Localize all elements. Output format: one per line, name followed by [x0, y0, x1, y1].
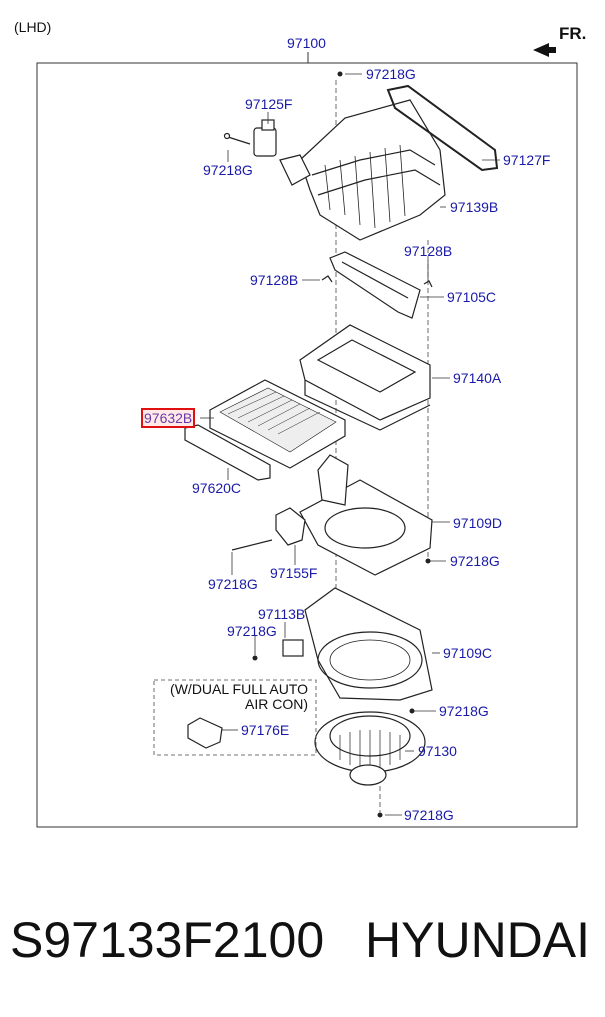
middle-case-part	[299, 454, 433, 576]
parts-diagram: (LHD) 97100 FR. 97218G 97125F 97218G 971…	[14, 19, 587, 828]
callout-97218g-top: 97218G	[366, 66, 416, 82]
blower-motor-part	[314, 711, 426, 786]
filter-cover-part	[184, 424, 271, 481]
brand-name: HYUNDAI	[365, 912, 591, 968]
assembly-callout: 97100	[287, 35, 326, 51]
callout-97218g-left3: 97218G	[227, 623, 277, 639]
option-note-line1: (W/DUAL FULL AUTO	[170, 681, 308, 697]
cabin-filter-part	[209, 379, 346, 469]
callout-97176e: 97176E	[241, 722, 290, 738]
callout-97218g-bottom: 97218G	[404, 807, 454, 823]
option-module-part	[187, 717, 223, 749]
callout-97620c: 97620C	[192, 480, 242, 496]
front-marker-label: FR.	[559, 24, 587, 43]
callout-97218g-mid: 97218G	[450, 553, 500, 569]
resistor-part	[231, 507, 306, 551]
intake-duct-part	[279, 99, 446, 241]
module-part	[282, 639, 304, 657]
callout-97109c: 97109C	[443, 645, 493, 661]
callout-97128b-right: 97128B	[404, 243, 453, 259]
callout-97218g-left2: 97218G	[208, 576, 258, 592]
gasket-part	[386, 84, 499, 172]
callout-97218g-low: 97218G	[439, 703, 489, 719]
upper-case-part	[299, 324, 431, 431]
option-box	[153, 679, 317, 756]
drive-side-label: (LHD)	[14, 19, 52, 35]
callout-97155f: 97155F	[270, 565, 318, 581]
callout-97140a: 97140A	[453, 370, 502, 386]
line-art	[36, 43, 578, 828]
callout-97109d: 97109D	[453, 515, 503, 531]
callout-97125f: 97125F	[245, 96, 293, 112]
front-arrow-icon	[533, 43, 556, 57]
callout-97127f: 97127F	[503, 152, 551, 168]
callout-97130: 97130	[418, 743, 457, 759]
callout-97113b: 97113B	[258, 606, 306, 622]
part-number: S97133F2100	[10, 912, 325, 968]
option-note-line2: AIR CON)	[245, 696, 308, 712]
diagram-frame	[36, 62, 578, 828]
lower-case-part	[304, 587, 433, 701]
part-footer: S97133F2100 HYUNDAI	[0, 905, 605, 985]
actuator-part	[223, 119, 277, 157]
callout-97632b-highlighted[interactable]: 97632B	[140, 408, 196, 428]
option-note: (W/DUAL FULL AUTO AIR CON)	[156, 682, 308, 712]
callout-97105c: 97105C	[447, 289, 497, 305]
callout-97139b: 97139B	[450, 199, 499, 215]
callout-97128b-left: 97128B	[250, 272, 299, 288]
callout-97218g-left1: 97218G	[203, 162, 253, 178]
duct-part	[329, 251, 421, 319]
